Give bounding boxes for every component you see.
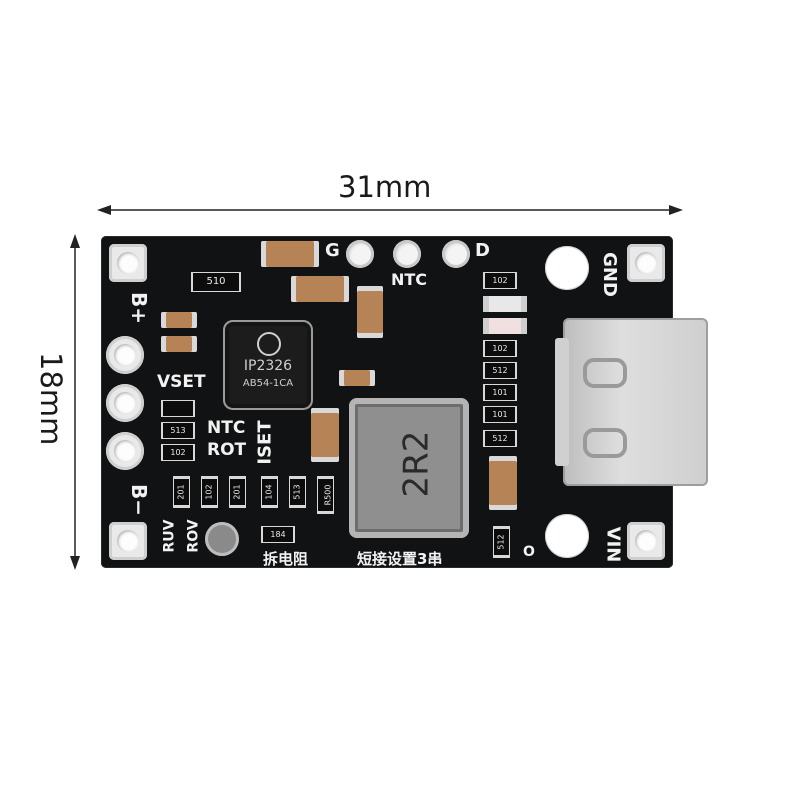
- resistor-512-vertical-label: 512: [496, 534, 506, 550]
- label-ruv: RUV: [161, 519, 178, 553]
- resistor-102-b: 102: [201, 476, 218, 508]
- width-dimension-label: 31mm: [338, 170, 432, 204]
- capacitor-small-2: [161, 336, 197, 352]
- label-gnd: GND: [598, 252, 620, 297]
- capacitor-mid-top: [291, 276, 349, 302]
- label-rot: ROT: [207, 440, 247, 460]
- resistor-right-512: 512: [483, 362, 517, 379]
- resistor-102-b-label: 102: [204, 484, 214, 500]
- resistor-r500: R500: [317, 476, 334, 514]
- ic-lot-code: AB54-1CA: [242, 378, 294, 389]
- ic-part-number: IP2326: [243, 358, 293, 374]
- resistor-104-label: 104: [264, 484, 274, 500]
- resistor-right-512-b: 512: [483, 430, 517, 447]
- pad-g: [346, 240, 374, 268]
- height-dimension-label: 18mm: [34, 352, 68, 446]
- resistor-102-left: 102: [161, 444, 195, 461]
- led-green: [483, 296, 527, 312]
- capacitor-small-1: [161, 312, 197, 328]
- label-b-minus: B−: [127, 483, 152, 517]
- hole-bottom-right: [627, 522, 665, 560]
- mounting-hole-top: [545, 246, 589, 290]
- capacitor-right: [489, 456, 517, 510]
- resistor-513-b: 513: [289, 476, 306, 508]
- hole-b-plus-1: [106, 336, 144, 374]
- label-d: D: [475, 240, 490, 261]
- label-remove-resistor: 拆电阻: [263, 550, 309, 568]
- ic-logo-icon: [257, 332, 281, 356]
- resistor-right-102: 102: [483, 340, 517, 357]
- led-red: [483, 318, 527, 334]
- label-circle-mark: O: [523, 544, 535, 560]
- capacitor-small-3: [339, 370, 375, 386]
- label-b-plus: B+: [127, 291, 152, 325]
- height-dimension-arrow: [70, 234, 80, 570]
- hole-top-right: [627, 244, 665, 282]
- solder-jumper: [205, 522, 239, 556]
- hole-top-left: [109, 244, 147, 282]
- resistor-510: 510: [191, 272, 241, 292]
- pcb-board: B+ B− VSET NTC ROT ISET G NTC D GND VIN …: [101, 236, 708, 568]
- resistor-r500-label: R500: [323, 484, 333, 506]
- pad-d: [442, 240, 470, 268]
- usb-c-port[interactable]: [555, 318, 708, 486]
- capacitor-vertical: [357, 286, 383, 338]
- label-vset: VSET: [157, 372, 206, 392]
- width-dimension-arrow: [97, 205, 683, 215]
- pad-ntc: [393, 240, 421, 268]
- inductor: 2R2: [349, 398, 469, 538]
- resistor-184: 184: [261, 526, 295, 543]
- capacitor-inductor-left: [311, 408, 339, 462]
- resistor-right-101: 101: [483, 384, 517, 401]
- label-ntc-left: NTC: [207, 418, 246, 438]
- ic-chip: IP2326 AB54-1CA: [229, 326, 307, 404]
- resistor-vset: [161, 400, 195, 417]
- label-rov: ROV: [185, 519, 202, 553]
- resistor-513-b-label: 513: [292, 484, 302, 500]
- label-short-set: 短接设置3串: [357, 550, 443, 568]
- capacitor-top: [261, 241, 319, 267]
- inductor-label: 2R2: [396, 430, 437, 498]
- resistor-104: 104: [261, 476, 278, 508]
- label-g: G: [325, 240, 340, 261]
- hole-b-plus-2: [106, 384, 144, 422]
- hole-bottom-left: [109, 522, 147, 560]
- resistor-201-b: 201: [229, 476, 246, 508]
- resistor-201-b-label: 201: [232, 484, 242, 500]
- resistor-201-a-label: 201: [176, 484, 186, 500]
- label-vin: VIN: [602, 526, 624, 563]
- resistor-512-vertical: 512: [493, 526, 510, 558]
- label-iset: ISET: [254, 420, 276, 465]
- mounting-hole-bottom: [545, 514, 589, 558]
- hole-b-minus: [106, 432, 144, 470]
- resistor-right-101-b: 101: [483, 406, 517, 423]
- resistor-201-a: 201: [173, 476, 190, 508]
- resistor-513: 513: [161, 422, 195, 439]
- label-ntc-top: NTC: [391, 270, 428, 289]
- resistor-top-right-102: 102: [483, 272, 517, 289]
